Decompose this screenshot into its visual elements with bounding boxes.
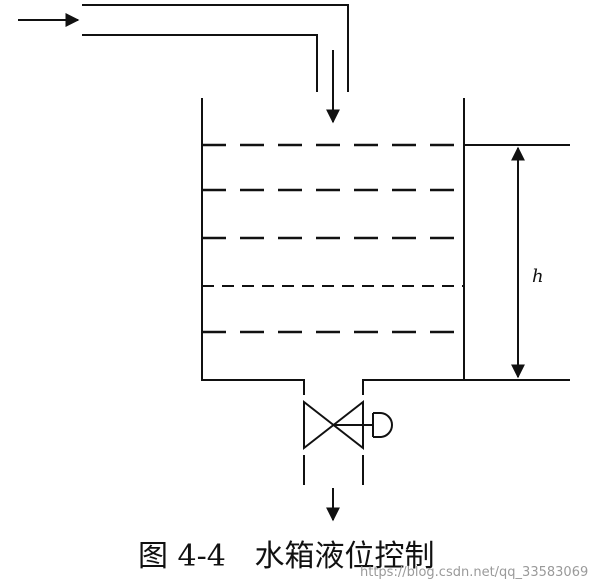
watermark: https://blog.csdn.net/qq_33583069: [360, 565, 588, 580]
tank-walls: [201, 98, 465, 395]
figure-caption: 图 4-4 水箱液位控制: [138, 539, 434, 574]
outlet-valve: [303, 399, 364, 451]
inlet-pipe-outer-wall: [82, 4, 349, 92]
inlet-pipe-inner-wall: [82, 34, 318, 92]
level-height-label: h: [532, 266, 544, 287]
valve-actuator-icon: [372, 412, 393, 438]
